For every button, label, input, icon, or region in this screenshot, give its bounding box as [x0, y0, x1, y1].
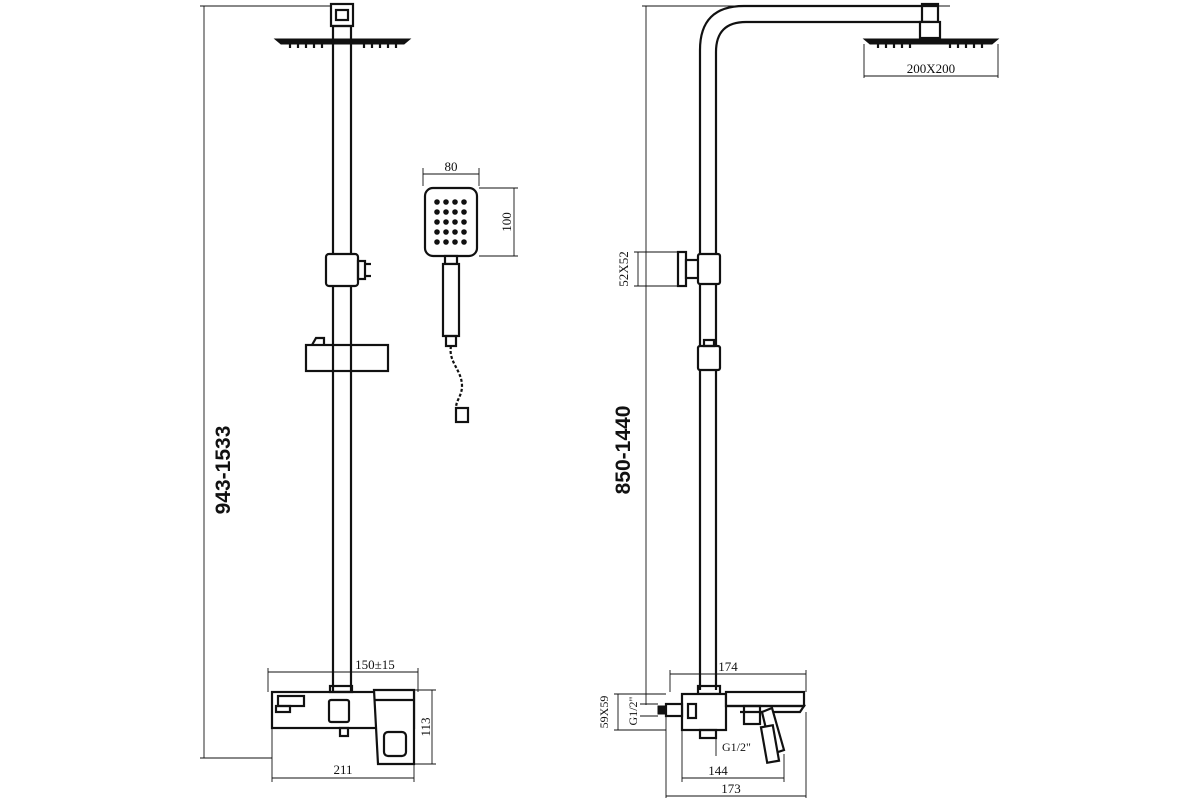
rain-head-side	[862, 38, 1000, 48]
hose	[449, 345, 464, 409]
dim-hand-height-label: 100	[499, 212, 514, 232]
hand-shower-nozzles	[434, 199, 467, 245]
dim-left-height: 943-1533	[200, 5, 330, 759]
dim-inlet-spacing: 150±15	[267, 657, 419, 692]
mixer-body	[270, 684, 416, 766]
dim-thread-top: G1/2"	[626, 696, 658, 725]
side-view: 850-1440 200X200	[597, 2, 1000, 798]
head-connector	[918, 20, 942, 40]
rain-head	[273, 38, 412, 48]
dim-thread-bottom-label: G1/2"	[722, 740, 751, 754]
dim-bracket: 52X52	[616, 251, 678, 287]
curved-riser-inner	[714, 20, 930, 690]
front-view: 943-1533	[200, 2, 436, 782]
dim-thread-bottom: G1/2"	[715, 738, 751, 756]
dim-thread-top-label: G1/2"	[626, 696, 640, 725]
dim-head-size: 200X200	[863, 44, 999, 78]
hand-shower-head	[423, 186, 479, 258]
dim-body-height-label: 113	[418, 717, 433, 736]
dim-depth-total-label: 173	[721, 781, 741, 796]
curved-riser-outer	[698, 4, 938, 690]
bracket-side	[676, 250, 722, 288]
slide-holder	[304, 336, 390, 373]
dim-width-total-label: 211	[333, 762, 352, 777]
dim-hand-height: 100	[479, 187, 518, 257]
dim-depth-inner: 144	[681, 730, 785, 782]
dim-depth-inner-label: 144	[708, 763, 728, 778]
dim-right-height-label: 850-1440	[612, 406, 635, 495]
dim-inlet-spacing-label: 150±15	[355, 657, 395, 672]
wall-bracket	[324, 252, 371, 288]
hand-shower: 80 100	[422, 159, 518, 424]
dim-flange-label: 59X59	[597, 696, 611, 729]
dim-right-height: 850-1440	[612, 5, 950, 705]
mixer-side	[657, 684, 807, 765]
dim-width-total: 211	[271, 728, 415, 782]
dim-flange: 59X59	[597, 693, 666, 731]
dim-spout: 174	[669, 659, 807, 692]
dim-head-size-label: 200X200	[907, 61, 955, 76]
hand-shower-handle	[441, 262, 461, 338]
dim-hand-width: 80	[422, 159, 480, 186]
dim-body-height: 113	[414, 689, 436, 765]
dim-spout-label: 174	[718, 659, 738, 674]
dim-bracket-label: 52X52	[616, 251, 631, 286]
dim-hand-width-label: 80	[445, 159, 458, 174]
dim-depth-total: 173	[665, 712, 807, 798]
top-connector	[329, 2, 355, 28]
dim-left-height-label: 943-1533	[212, 426, 235, 515]
slide-holder-side	[696, 344, 722, 372]
